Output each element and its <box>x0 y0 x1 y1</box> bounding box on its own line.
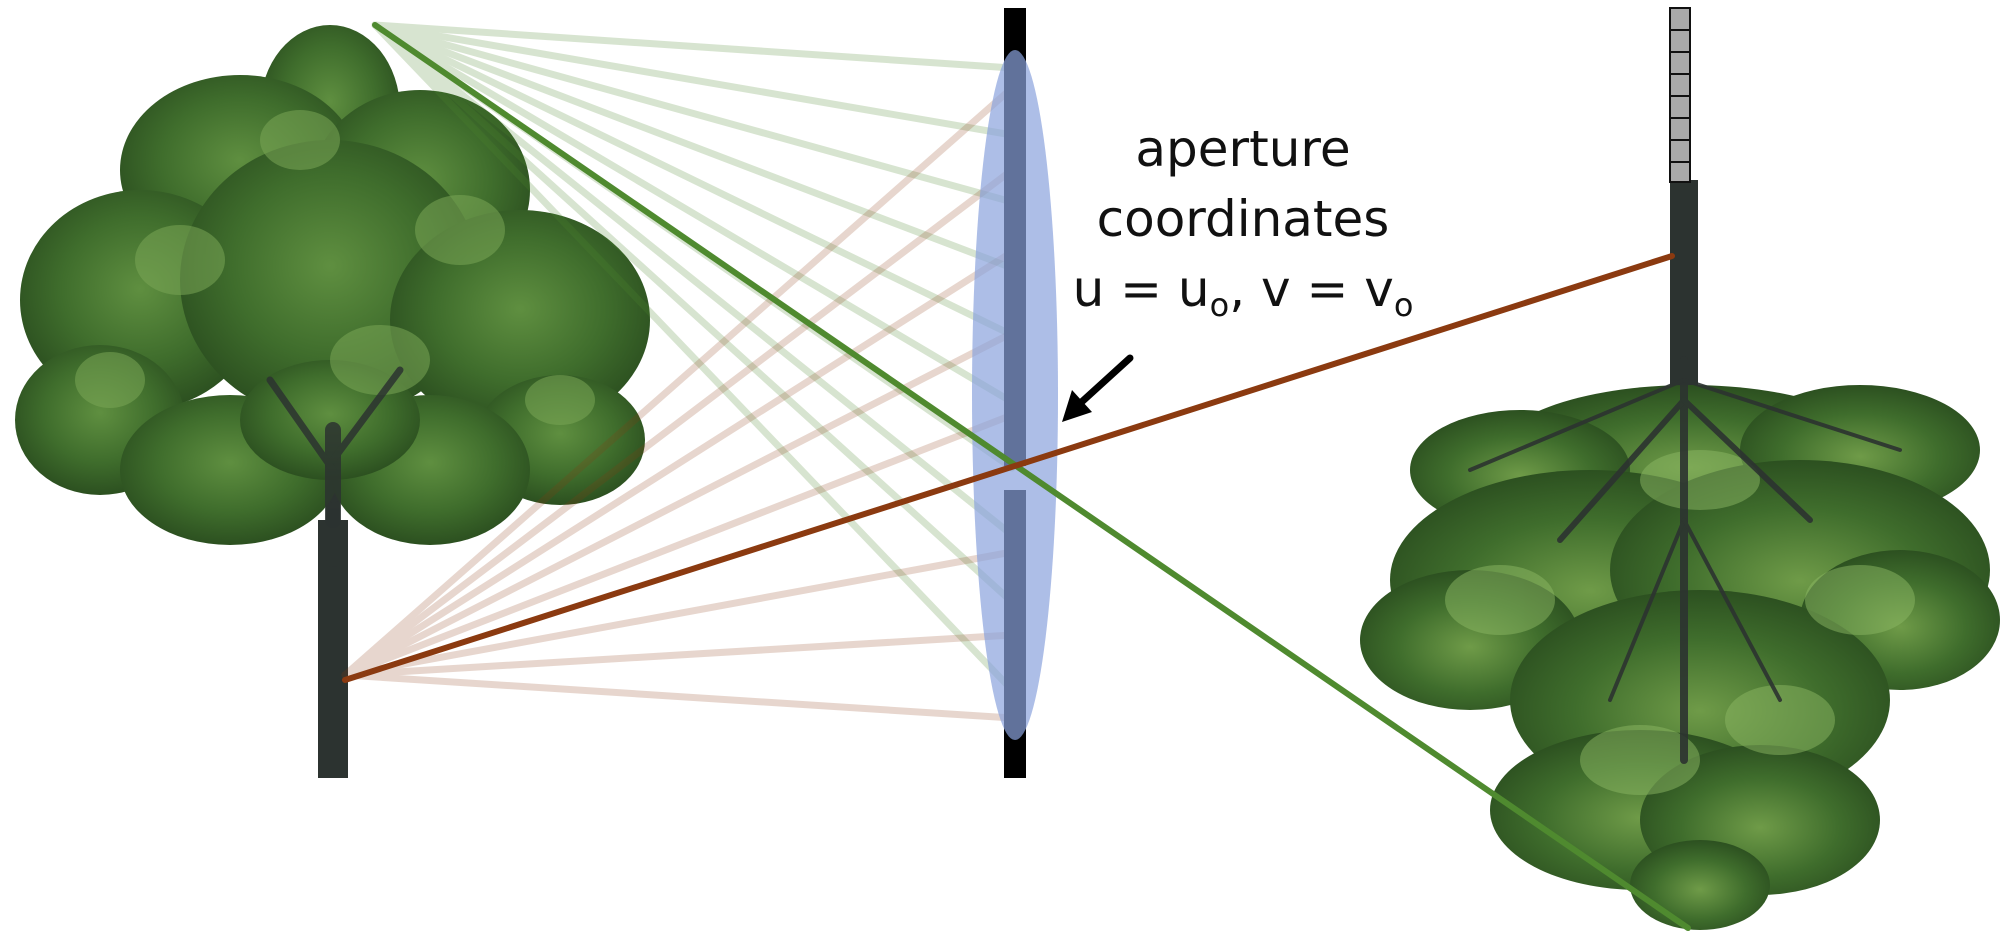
faint-brown-rays <box>341 84 1016 722</box>
aperture-annotation: aperture coordinates u = uo, v = vo <box>1073 120 1414 324</box>
image-tree-branches <box>1468 356 1902 764</box>
sensor-cell <box>1669 95 1691 119</box>
equation-u-subscript: o <box>1210 286 1230 324</box>
lens <box>972 50 1058 740</box>
equation-v: , v = v <box>1229 260 1394 318</box>
equation-v-subscript: o <box>1394 286 1414 324</box>
equation-u: u = u <box>1073 260 1210 318</box>
sensor-cell <box>1669 51 1691 75</box>
image-tree <box>1360 180 2000 930</box>
sensor-cell <box>1669 117 1691 141</box>
annotation-equation: u = uo, v = vo <box>1073 260 1414 324</box>
sensor-strip <box>1669 7 1691 183</box>
annotation-line2: coordinates <box>1097 190 1390 248</box>
annotation-line1: aperture <box>1135 120 1350 178</box>
arrow-icon <box>1062 354 1134 422</box>
sensor-cell <box>1669 7 1691 31</box>
sensor-cell <box>1669 139 1691 163</box>
tree-foliage-highlights <box>75 110 595 425</box>
sensor-cell <box>1669 29 1691 53</box>
object-tree <box>15 25 650 778</box>
tree-branches-front <box>266 366 404 528</box>
sensor-cell <box>1669 161 1691 183</box>
chief-green-ray <box>372 22 1691 931</box>
image-tree-highlights <box>1445 450 1915 795</box>
chief-brown-ray <box>342 253 1675 683</box>
sensor-cell <box>1669 73 1691 97</box>
faint-green-rays <box>371 21 1016 694</box>
